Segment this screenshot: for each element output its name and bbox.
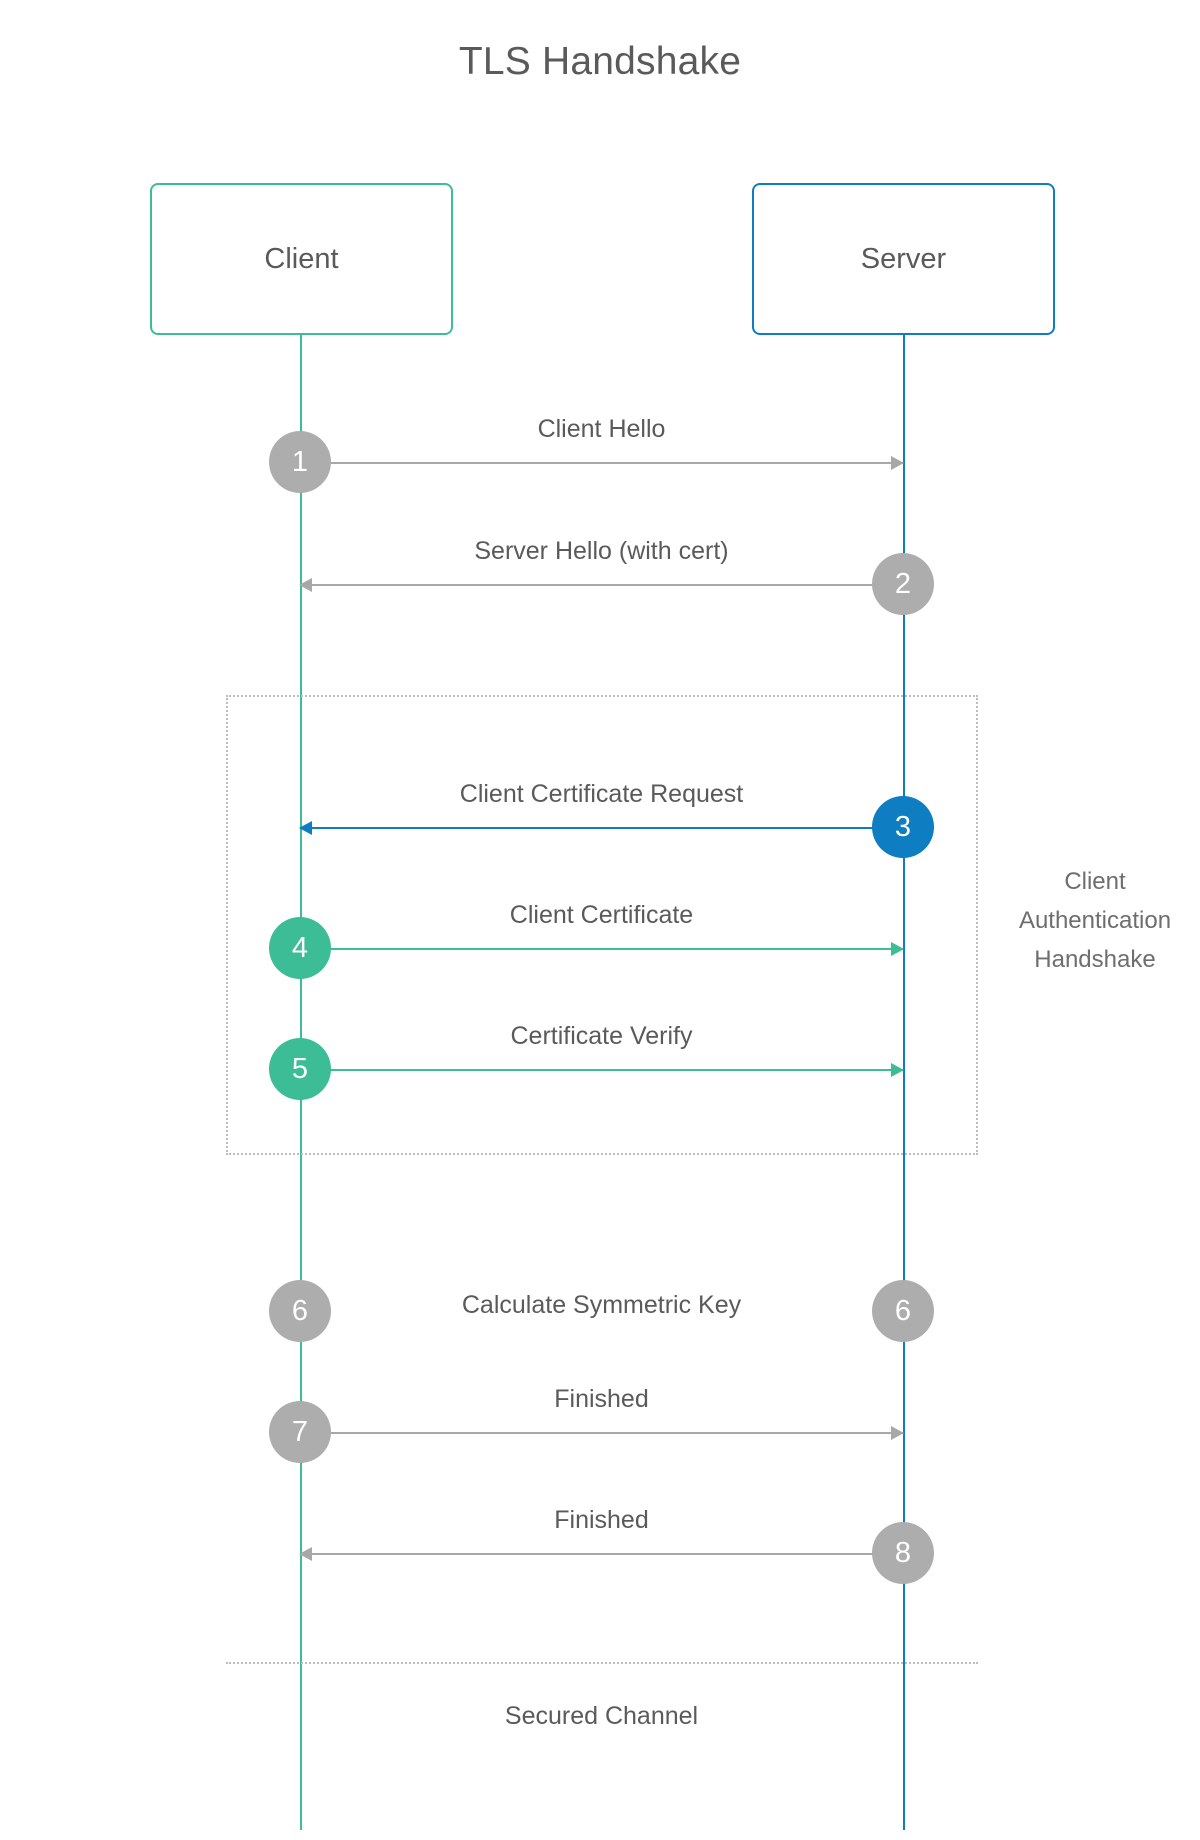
step-badge-7[interactable]: 7 xyxy=(269,1401,331,1463)
client-authentication-group-label: Client Authentication Handshake xyxy=(1000,862,1190,979)
step-badge-5[interactable]: 5 xyxy=(269,1038,331,1100)
step-badge-4[interactable]: 4 xyxy=(269,917,331,979)
message-label-6: Calculate Symmetric Key xyxy=(461,1291,742,1319)
arrow-head-right-icon xyxy=(891,942,904,956)
client-authentication-group-box xyxy=(226,695,978,1155)
step-badge-2[interactable]: 2 xyxy=(872,553,934,615)
secured-channel-label: Secured Channel xyxy=(504,1702,699,1730)
group-label-line-3: Handshake xyxy=(1034,946,1156,973)
actor-box-client[interactable]: Client xyxy=(150,183,453,335)
message-arrow-7 xyxy=(300,1426,904,1440)
actor-label-server: Server xyxy=(860,242,947,275)
arrow-head-right-icon xyxy=(891,1063,904,1077)
message-label-2: Server Hello (with cert) xyxy=(474,537,729,565)
message-label-1: Client Hello xyxy=(537,415,666,443)
message-arrow-3 xyxy=(299,821,903,835)
step-badge-1[interactable]: 1 xyxy=(269,431,331,493)
message-label-5: Certificate Verify xyxy=(510,1022,693,1050)
step-badge-6-client[interactable]: 6 xyxy=(269,1280,331,1342)
lifeline-server xyxy=(903,335,905,1830)
group-label-line-1: Client xyxy=(1064,868,1126,895)
message-arrow-5 xyxy=(300,1063,904,1077)
message-label-7: Finished xyxy=(554,1385,649,1413)
step-badge-3[interactable]: 3 xyxy=(872,796,934,858)
arrow-head-right-icon xyxy=(891,456,904,470)
message-arrow-2 xyxy=(299,578,903,592)
secured-channel-divider xyxy=(226,1662,978,1664)
page-title: TLS Handshake xyxy=(458,40,742,83)
message-arrow-8 xyxy=(299,1547,903,1561)
arrow-head-left-icon xyxy=(299,578,312,592)
message-label-3: Client Certificate Request xyxy=(459,780,744,808)
message-label-4: Client Certificate xyxy=(509,901,694,929)
message-arrow-1 xyxy=(300,456,904,470)
actor-box-server[interactable]: Server xyxy=(752,183,1055,335)
group-label-line-2: Authentication xyxy=(1018,907,1172,934)
arrow-head-left-icon xyxy=(299,821,312,835)
message-label-8: Finished xyxy=(554,1506,649,1534)
message-arrow-4 xyxy=(300,942,904,956)
actor-label-client: Client xyxy=(264,242,339,275)
arrow-head-right-icon xyxy=(891,1426,904,1440)
step-badge-8[interactable]: 8 xyxy=(872,1522,934,1584)
step-badge-6-server[interactable]: 6 xyxy=(872,1280,934,1342)
arrow-head-left-icon xyxy=(299,1547,312,1561)
